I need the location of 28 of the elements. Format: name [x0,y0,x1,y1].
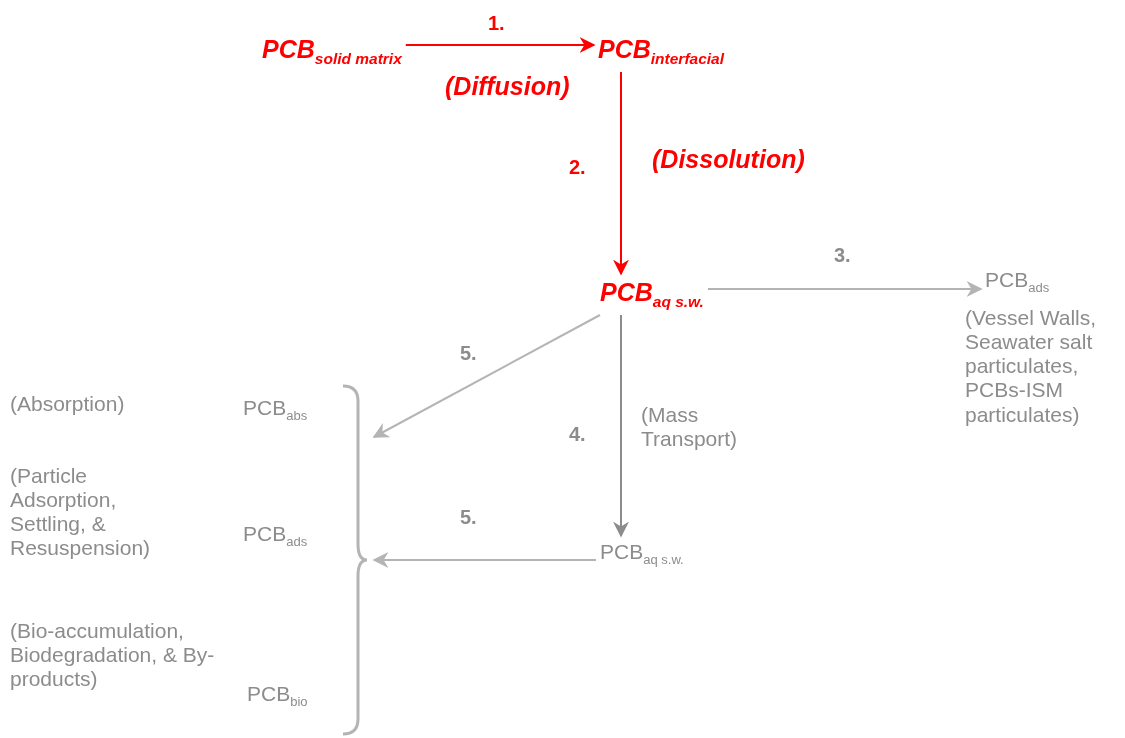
species-label: PCB$_{aq s.w.}$ [600,540,684,568]
process-label: (Dissolution) [652,145,805,174]
step-number: 3. [834,244,851,267]
species-label: PCB$_{interfacial}$ [598,35,725,68]
species-label: PCB$_{aq s.w.}$ [600,278,704,311]
process-note: (Vessel Walls, Seawater salt particulates, PCBs-ISM particulates) [965,306,1098,427]
species-label: PCB$_{abs}$ [243,396,308,424]
process-label: (Particle Adsorption, Settling, & Resuspension) [10,464,152,561]
process-label: (Bio-accumulation, Biodegradation, & By-products) [10,619,216,692]
arrow [613,71,629,276]
arrow [372,552,597,568]
step-number: 2. [569,156,586,179]
step-number: 5. [460,506,477,529]
curly-bracket [340,383,370,737]
process-label: (Mass Transport) [641,403,739,452]
step-number: 5. [460,342,477,365]
step-number: 4. [569,423,586,446]
process-label: (Diffusion) [445,72,570,101]
arrow [706,281,983,297]
species-label: PCB$_{bio}$ [247,682,308,710]
arrow [404,37,596,53]
species-label: PCB$_{ads}$ [985,268,1050,296]
step-number: 1. [488,12,505,35]
species-label: PCB$_{solid matrix}$ [262,35,402,68]
arrow [613,314,629,538]
arrow [372,314,601,438]
species-label: PCB$_{ads}$ [243,522,308,550]
process-label: (Absorption) [10,392,126,417]
